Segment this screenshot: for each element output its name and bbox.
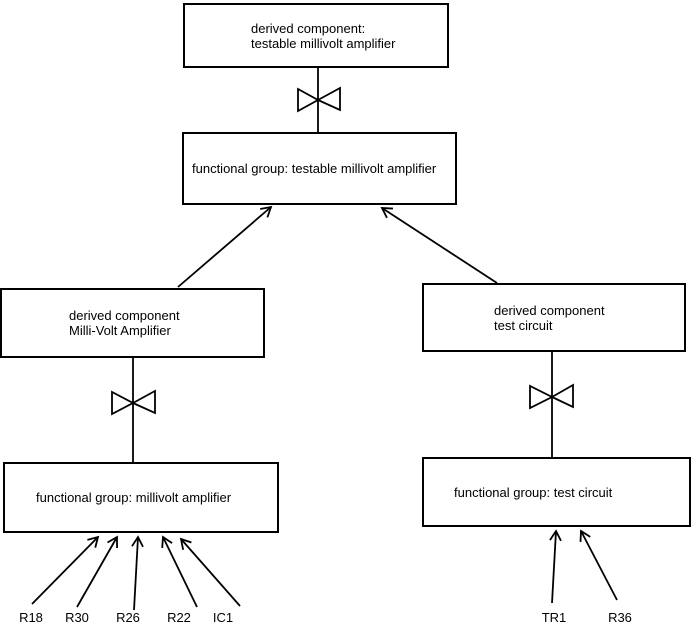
arrow-r30 [76,535,118,608]
node-label: derived component test circuit [494,302,605,333]
node-label: functional group: test circuit [454,484,613,500]
node-derived-milli-volt-amplifier: derived component Milli-Volt Amplifier [0,288,265,358]
leaf-label-r26: R26 [116,610,140,625]
node-label: derived component Milli-Volt Amplifier [69,308,180,338]
arrow-right-derived-to-top-functional [380,207,498,284]
leaf-label-tr1: TR1 [541,610,567,625]
arrow-left-derived-to-top-functional [177,205,273,288]
node-functional-group-millivolt-amplifier: functional group: millivolt amplifier [3,462,279,533]
arrow-ic1 [179,537,241,607]
arrow-r36 [579,529,618,601]
bowtie-icon-left [111,389,156,416]
leaf-label-ic1: IC1 [212,610,234,625]
leaf-label-r18: R18 [19,610,43,625]
arrow-r26 [131,535,144,611]
bowtie-icon-top [297,86,341,113]
arrow-r22 [161,535,198,608]
arrow-r18 [31,535,100,605]
arrow-tr1 [549,529,562,604]
node-derived-testable-millivolt-amplifier: derived component: testable millivolt am… [183,3,449,68]
node-label: functional group: testable millivolt amp… [192,161,437,176]
node-functional-group-test-circuit: functional group: test circuit [422,457,691,527]
leaf-label-r22: R22 [167,610,191,625]
node-derived-test-circuit: derived component test circuit [422,283,686,352]
node-label: functional group: millivolt amplifier [36,490,232,505]
node-label: derived component: testable millivolt am… [251,20,396,51]
leaf-label-r36: R36 [608,610,632,625]
leaf-label-r30: R30 [65,610,89,625]
bowtie-icon-right [529,383,574,410]
node-functional-group-testable-millivolt-amplifier: functional group: testable millivolt amp… [182,132,457,205]
